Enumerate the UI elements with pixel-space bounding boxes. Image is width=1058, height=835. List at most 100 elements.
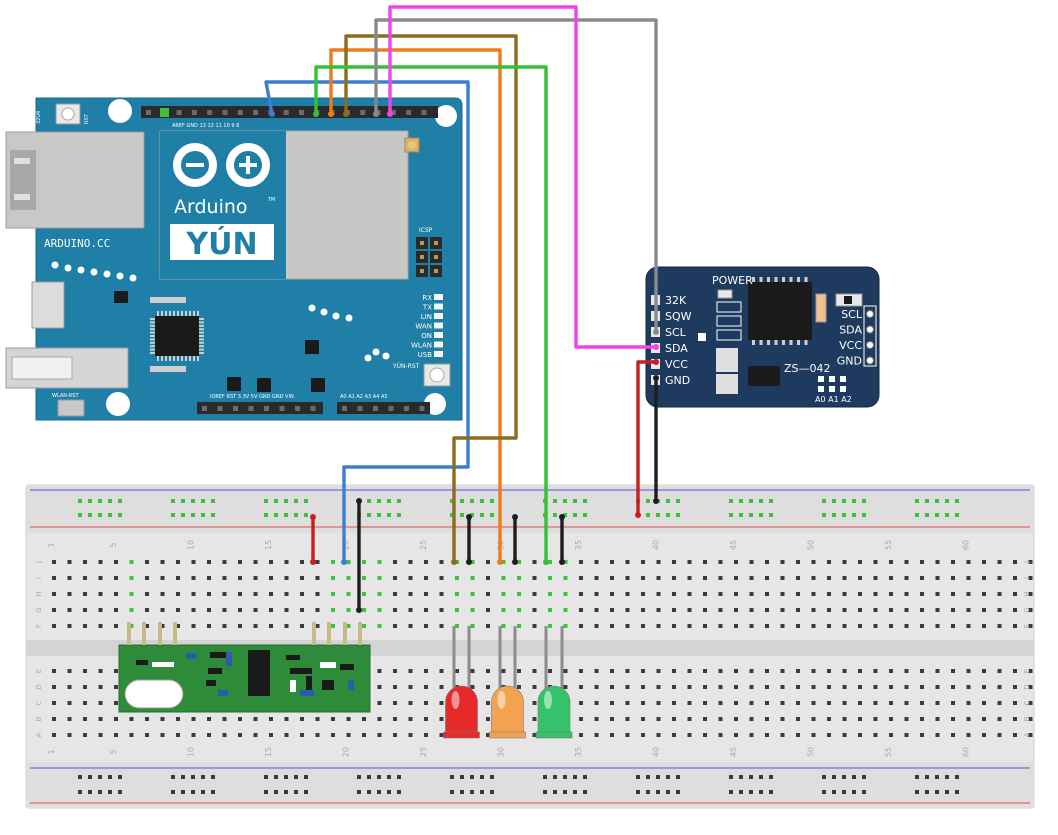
header-pin	[202, 406, 207, 411]
breadboard-hole	[966, 560, 971, 564]
rail-hole	[822, 499, 826, 503]
rail-hole	[181, 775, 185, 779]
wire-green-end	[313, 111, 319, 117]
breadboard-hole	[207, 733, 211, 737]
connected-hole	[517, 624, 521, 628]
breadboard-hole	[284, 560, 289, 564]
row-letter: C	[1023, 700, 1031, 705]
rail-hole	[852, 790, 856, 794]
jumper-black-end	[512, 559, 518, 565]
breadboard-hole	[393, 701, 397, 705]
column-number: 55	[884, 540, 893, 550]
breadboard-hole	[160, 608, 165, 612]
connected-hole	[563, 560, 568, 564]
rail-hole	[294, 775, 298, 779]
rail-hole	[749, 775, 753, 779]
breadboard-hole	[98, 717, 103, 721]
breadboard-hole	[873, 733, 878, 737]
breadboard-hole	[408, 701, 413, 705]
breadboard-hole	[1028, 669, 1033, 673]
breadboard-hole	[997, 701, 1002, 705]
rtc-module-ds3231: POWER ZS—042 A0 A1 A2 32KSQWSCLSDAVCCGND…	[645, 266, 880, 408]
breadboard-hole	[827, 576, 831, 580]
row-letter: F	[1023, 624, 1031, 628]
breadboard-hole	[1028, 560, 1033, 564]
breadboard-hole	[687, 733, 692, 737]
rail-hole	[274, 513, 278, 517]
rtc-pin-label: SDA	[839, 324, 862, 337]
rail-hole	[822, 775, 826, 779]
breadboard-hole	[625, 624, 630, 628]
breadboard-hole	[656, 685, 661, 689]
rail-hole	[583, 513, 587, 517]
rail-hole	[387, 513, 391, 517]
silkscreen-dot	[345, 314, 353, 322]
header-bottom-left-labels: IOREF RST 3.3V 5V GND GND VIN	[210, 394, 294, 400]
breadboard-hole	[269, 717, 273, 721]
rail-hole	[367, 775, 371, 779]
breadboard-hole	[594, 717, 599, 721]
breadboard-hole	[827, 560, 831, 564]
breadboard-hole	[67, 717, 72, 721]
breadboard-hole	[67, 669, 72, 673]
breadboard-hole	[579, 733, 583, 737]
breadboard-hole	[842, 717, 847, 721]
wire-magenta-sda-end	[387, 111, 393, 117]
rail-hole	[852, 513, 856, 517]
breadboard-hole	[1013, 576, 1017, 580]
breadboard-hole	[687, 624, 692, 628]
breadboard-hole	[811, 685, 816, 689]
red-led-highlight	[451, 691, 460, 709]
breadboard-hole	[796, 685, 800, 689]
icsp-pin-pad	[420, 255, 424, 259]
header-pin	[176, 110, 182, 115]
wire-black-gnd-end	[653, 375, 659, 381]
wire-orange	[329, 48, 502, 564]
breadboard-hole	[300, 624, 304, 628]
breadboard-hole	[765, 560, 769, 564]
yun-badge	[170, 224, 274, 260]
connected-hole	[377, 624, 382, 628]
header-pin	[388, 406, 394, 411]
breadboard-hole	[656, 624, 661, 628]
breadboard-hole	[160, 576, 165, 580]
breadboard-hole	[610, 560, 614, 564]
breadboard-hole	[641, 592, 645, 596]
breadboard-hole	[889, 701, 893, 705]
rail-hole	[490, 790, 494, 794]
breadboard-hole	[300, 733, 304, 737]
breadboard-hole	[672, 624, 676, 628]
breadboard-hole	[687, 717, 692, 721]
connected-hole	[331, 608, 335, 612]
eeprom-chip	[748, 366, 780, 386]
breadboard-hole	[408, 669, 413, 673]
silkscreen-dot	[320, 308, 328, 316]
silkscreen-dot	[129, 274, 137, 282]
connected-hole	[563, 576, 568, 580]
status-led-label: WLAN	[411, 342, 432, 350]
rail-hole	[769, 513, 773, 517]
breadboard-hole	[966, 624, 971, 628]
column-number: 50	[807, 747, 816, 757]
rail-hole	[211, 513, 215, 517]
breadboard-hole	[982, 717, 986, 721]
breadboard-hole	[439, 576, 444, 580]
rail-hole	[749, 790, 753, 794]
breadboard-hole	[114, 717, 118, 721]
breadboard-hole	[207, 560, 211, 564]
red-led-rim	[443, 731, 480, 739]
breadboard-hole	[377, 733, 382, 737]
rf-component	[290, 680, 296, 692]
header-pin	[310, 406, 316, 411]
breadboard-hole	[98, 608, 103, 612]
breadboard-hole	[532, 560, 537, 564]
breadboard-hole	[145, 608, 149, 612]
rf-component	[152, 662, 174, 667]
rail-hole	[573, 790, 577, 794]
rail-hole	[490, 775, 494, 779]
breadboard-hole	[687, 592, 692, 596]
breadboard-hole	[749, 624, 754, 628]
column-number: 55	[884, 747, 893, 757]
rail-hole	[656, 513, 660, 517]
